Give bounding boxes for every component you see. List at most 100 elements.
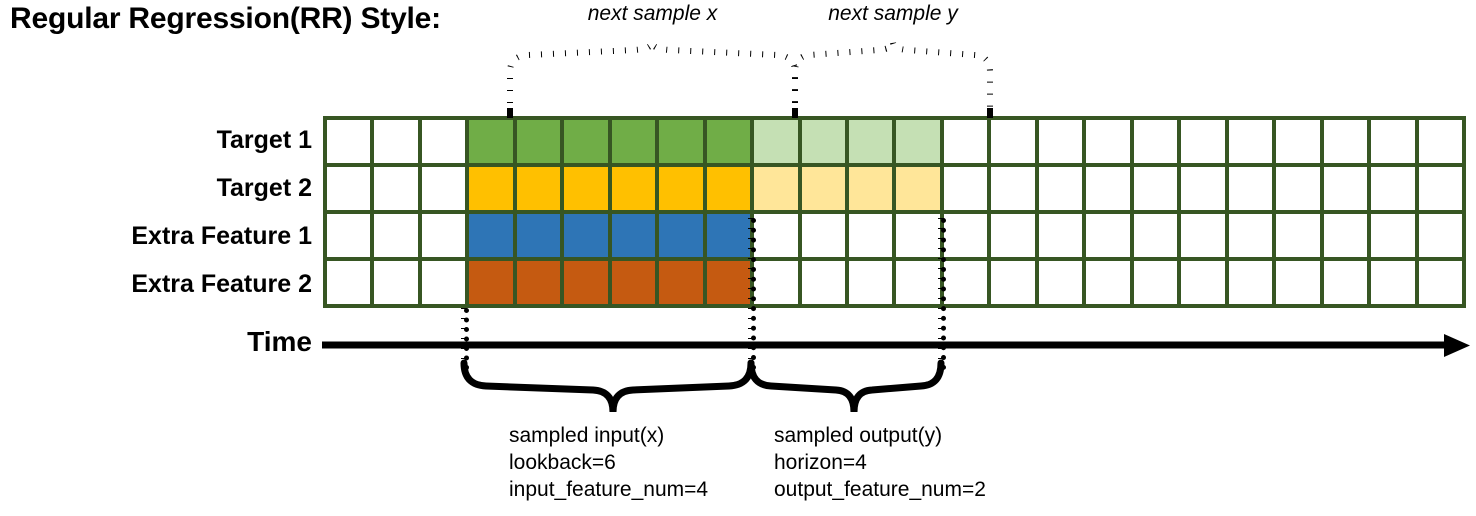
grid-cell-r1-c4	[469, 120, 513, 163]
grid-cell-r4-c2	[374, 261, 418, 304]
grid-cell-r3-c14	[943, 214, 988, 257]
grid-cell-r3-c16	[1038, 214, 1083, 257]
caption-input-line-3: input_feature_num=4	[509, 478, 709, 501]
grid-cell-r4-c24	[1418, 261, 1462, 304]
guide-line-input-start	[464, 308, 469, 370]
grid-cell-r4-c9	[706, 261, 751, 304]
grid-cell-r1-c18	[1133, 120, 1178, 163]
caption-output-line-1: sampled output(y)	[774, 424, 943, 447]
grid-cell-r2-c9	[706, 167, 751, 210]
grid-cell-r4-c13	[896, 261, 940, 304]
grid-cell-r2-c14	[943, 167, 988, 210]
row-label-column: Target 1 Target 2 Extra Feature 1 Extra …	[0, 116, 312, 308]
guide-line-output-end	[941, 218, 946, 370]
time-axis-arrow	[322, 334, 1470, 357]
row-label-extra-feature-2: Extra Feature 2	[131, 270, 312, 298]
grid-cell-r3-c12	[849, 214, 893, 257]
grid-cell-r1-c11	[801, 120, 846, 163]
grid-cell-r1-c1	[327, 120, 371, 163]
grid-cell-r1-c20	[1228, 120, 1273, 163]
row-label-extra-feature-1: Extra Feature 1	[131, 222, 312, 250]
grid-cell-r1-c23	[1371, 120, 1415, 163]
grid-cell-r2-c7	[611, 167, 656, 210]
grid-cell-r3-c2	[374, 214, 418, 257]
grid-cell-r2-c11	[801, 167, 846, 210]
grid-cell-r4-c10	[754, 261, 798, 304]
grid-cell-r4-c18	[1133, 261, 1178, 304]
grid-cell-r2-c24	[1418, 167, 1462, 210]
grid-cell-r1-c8	[659, 120, 703, 163]
grid-cell-r2-c16	[1038, 167, 1083, 210]
grid-cell-r2-c15	[991, 167, 1035, 210]
grid-cell-r3-c6	[564, 214, 608, 257]
guide-line-input-end	[751, 218, 756, 370]
grid-cell-r1-c24	[1418, 120, 1462, 163]
grid-cell-r2-c2	[374, 167, 418, 210]
time-axis-label: Time	[247, 326, 312, 357]
grid-cell-r1-c5	[516, 120, 561, 163]
grid-cell-r3-c9	[706, 214, 751, 257]
grid-cell-r3-c21	[1276, 214, 1320, 257]
grid-cell-r1-c17	[1086, 120, 1130, 163]
grid-cell-r2-c22	[1323, 167, 1368, 210]
grid-cell-r1-c7	[611, 120, 656, 163]
grid-cell-r3-c24	[1418, 214, 1462, 257]
row-label-target-2: Target 2	[216, 174, 312, 202]
caption-input-line-2: lookback=6	[509, 451, 616, 474]
grid-cell-r3-c13	[896, 214, 940, 257]
grid-cell-r3-c19	[1181, 214, 1225, 257]
grid-cell-r4-c14	[943, 261, 988, 304]
annotation-next-sample-x: next sample x	[587, 2, 718, 25]
grid-cell-r3-c20	[1228, 214, 1273, 257]
annotation-next-sample-y: next sample y	[828, 2, 958, 25]
grid-cell-r3-c10	[754, 214, 798, 257]
caption-sampled-input: sampled input(x) lookback=6 input_featur…	[509, 422, 708, 503]
grid-cell-r2-c4	[469, 167, 513, 210]
grid-cell-r1-c3	[421, 120, 466, 163]
grid-cell-r1-c21	[1276, 120, 1320, 163]
grid-cell-r3-c1	[327, 214, 371, 257]
grid-cell-r4-c11	[801, 261, 846, 304]
grid-cell-r2-c6	[564, 167, 608, 210]
grid-cell-r1-c15	[991, 120, 1035, 163]
grid-cell-r4-c1	[327, 261, 371, 304]
grid-cell-r4-c17	[1086, 261, 1130, 304]
grid-cell-r2-c5	[516, 167, 561, 210]
grid-cell-r3-c11	[801, 214, 846, 257]
grid-cell-r1-c19	[1181, 120, 1225, 163]
grid-cell-r4-c3	[421, 261, 466, 304]
row-label-target-1: Target 1	[216, 126, 312, 154]
grid-cell-r2-c17	[1086, 167, 1130, 210]
grid-cell-r4-c20	[1228, 261, 1273, 304]
grid-cell-r3-c18	[1133, 214, 1178, 257]
grid-cell-r1-c13	[896, 120, 940, 163]
grid-cell-r3-c4	[469, 214, 513, 257]
grid-cell-r1-c22	[1323, 120, 1368, 163]
grid-cell-r4-c22	[1323, 261, 1368, 304]
caption-output-line-2: horizon=4	[774, 451, 867, 474]
grid-cell-r4-c5	[516, 261, 561, 304]
caption-sampled-output: sampled output(y) horizon=4 output_featu…	[774, 422, 986, 503]
grid-cell-r4-c12	[849, 261, 893, 304]
grid-cell-r4-c8	[659, 261, 703, 304]
grid-cell-r2-c12	[849, 167, 893, 210]
grid-cell-r4-c21	[1276, 261, 1320, 304]
grid-cell-r4-c15	[991, 261, 1035, 304]
grid-cell-r2-c19	[1181, 167, 1225, 210]
grid-cell-r4-c6	[564, 261, 608, 304]
grid-cell-r3-c8	[659, 214, 703, 257]
grid-cell-r4-c19	[1181, 261, 1225, 304]
grid-cell-r1-c16	[1038, 120, 1083, 163]
grid-cell-r4-c23	[1371, 261, 1415, 304]
grid-cell-r3-c17	[1086, 214, 1130, 257]
grid-cell-r2-c13	[896, 167, 940, 210]
timeline-grid	[323, 116, 1466, 308]
grid-cell-r2-c21	[1276, 167, 1320, 210]
grid-cell-r3-c22	[1323, 214, 1368, 257]
grid-cell-r2-c23	[1371, 167, 1415, 210]
grid-cell-r2-c10	[754, 167, 798, 210]
grid-cell-r4-c7	[611, 261, 656, 304]
grid-cell-r2-c8	[659, 167, 703, 210]
grid-cell-r2-c18	[1133, 167, 1178, 210]
grid-cell-r4-c16	[1038, 261, 1083, 304]
